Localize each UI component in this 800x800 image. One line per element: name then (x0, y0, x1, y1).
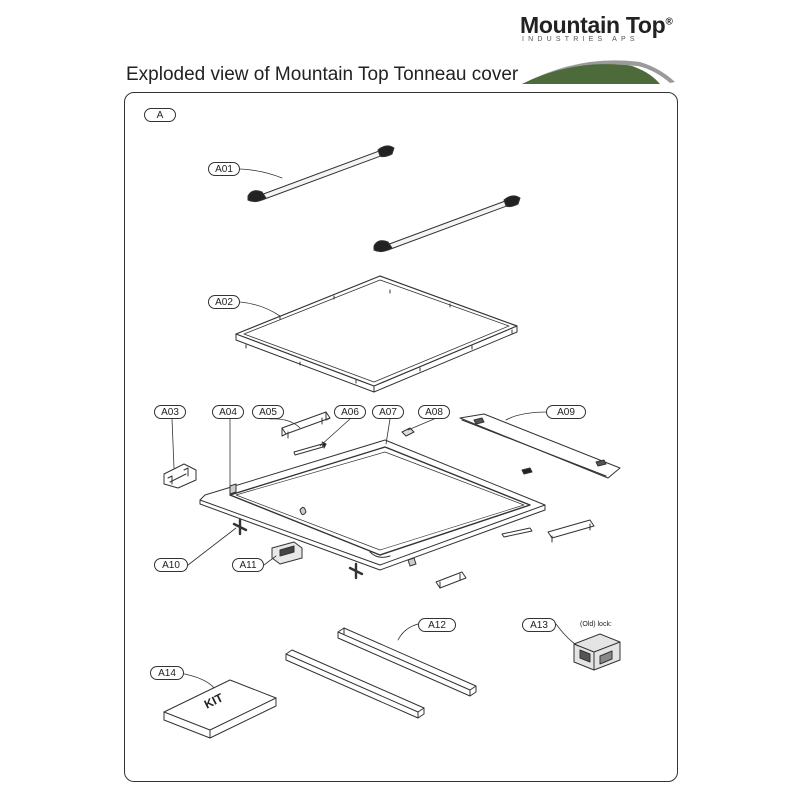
part-a13-lock (573, 633, 621, 671)
lock-note: (Old) lock: (580, 621, 612, 628)
callout-a07: A07 (372, 405, 404, 419)
callout-a03: A03 (154, 405, 186, 419)
part-a10-a11-hardware (232, 518, 467, 589)
part-a03-bracket (163, 463, 197, 489)
callout-a02: A02 (208, 295, 240, 309)
callout-a08: A08 (418, 405, 450, 419)
callout-a01: A01 (208, 162, 240, 176)
brand-subtitle: INDUSTRIES APS (522, 36, 639, 43)
leader-lines (171, 168, 579, 689)
section-label: A (144, 108, 176, 122)
part-a01-rails (247, 145, 521, 253)
part-a05-bracket (281, 411, 331, 439)
callout-a14: A14 (150, 666, 184, 680)
mountain-logo-icon (522, 60, 675, 84)
callout-a13: A13 (522, 618, 556, 632)
callout-a05: A05 (252, 405, 284, 419)
part-a06-pin (293, 441, 327, 456)
part-a09-bar (459, 413, 621, 479)
callout-a06: A06 (334, 405, 366, 419)
part-a08-clip (401, 427, 415, 437)
brand-name: Mountain Top® (520, 12, 673, 38)
part-a02-frame (235, 275, 518, 393)
part-a14-kit-box (163, 679, 277, 739)
diagram-frame (124, 92, 678, 782)
callout-a09: A09 (546, 405, 586, 419)
part-a07-panel (199, 439, 595, 571)
brand-logo: Mountain Top® INDUSTRIES APS (520, 12, 680, 43)
callout-a12: A12 (418, 618, 456, 632)
callout-a11: A11 (232, 558, 264, 572)
part-a12-strips (285, 627, 477, 719)
page-title: Exploded view of Mountain Top Tonneau co… (126, 64, 519, 85)
callout-a04: A04 (212, 405, 244, 419)
callout-a10: A10 (154, 558, 188, 572)
